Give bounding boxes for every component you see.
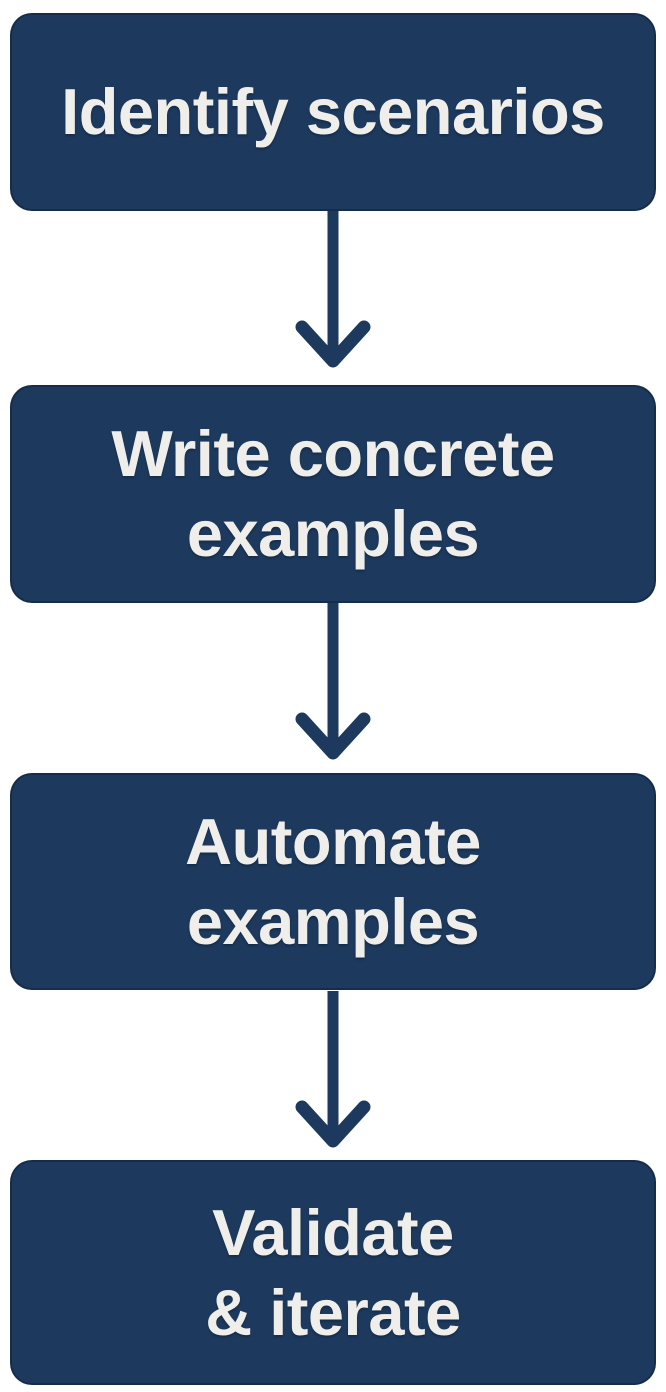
step-label-write-concrete-examples: Write concrete examples	[111, 417, 555, 570]
arrow-down-icon	[295, 603, 371, 760]
step-box-validate-iterate: Validate & iterate	[10, 1160, 656, 1385]
step-label-automate-examples: Automate examples	[185, 804, 481, 958]
step-label-identify-scenarios: Identify scenarios	[61, 75, 605, 148]
step-box-identify-scenarios: Identify scenarios	[10, 13, 656, 211]
step-box-automate-examples: Automate examples	[10, 773, 656, 990]
step-box-write-concrete-examples: Write concrete examples	[10, 385, 656, 603]
step-label-validate-iterate: Validate & iterate	[205, 1195, 461, 1349]
arrow-down-icon	[295, 991, 371, 1148]
arrow-down-icon	[295, 211, 371, 368]
